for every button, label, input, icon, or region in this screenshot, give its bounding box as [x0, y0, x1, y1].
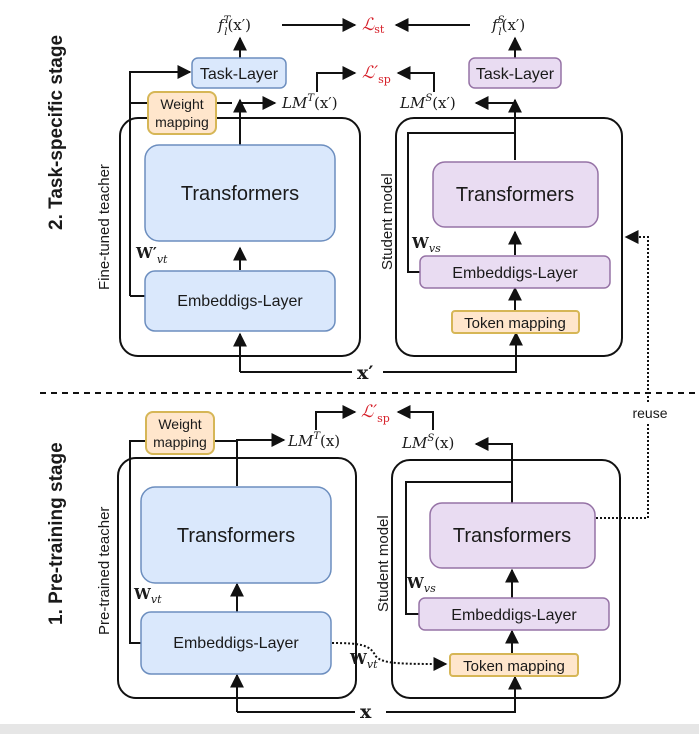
teacher-embeddings-label: Embeddigs-Layer [177, 293, 303, 310]
teacher-transformers-label-stage1: Transformers [177, 525, 295, 547]
teacher-lm-to-loss-sp-arrow-stage1 [315, 405, 357, 430]
weight-mapping-label-2: mapping [155, 114, 209, 130]
stage-title-task-specific: 2. Task-specific stage [46, 35, 67, 230]
student-transformers-box-stage2 [432, 161, 599, 228]
student-model-label-stage2: Student model [379, 173, 396, 270]
teacher-to-token-mapping-dotted-arrow [331, 642, 448, 671]
student-embeddings-box-stage1 [418, 597, 610, 631]
input-x-prime: x′ [357, 362, 373, 384]
weight-mapping-label-1-stage1: Weight [158, 416, 201, 432]
teacher-weight-line-stage1 [129, 440, 146, 644]
teacher-lm-to-loss-sp-arrow [316, 66, 357, 92]
student-task-layer-box [468, 57, 562, 89]
footer-bar [0, 724, 699, 734]
student-embeddings-label-stage2: Embeddigs-Layer [452, 265, 578, 282]
loss-sp-stage2: ℒ′sp [362, 63, 391, 86]
teacher-lm-output: LMT(x′) [281, 93, 338, 112]
input-line-right-stage2 [383, 331, 523, 373]
weight-mapping-label-1: Weight [160, 96, 203, 112]
teacher-lm-output-arrow-stage1 [236, 433, 286, 486]
token-mapping-box-stage2 [451, 310, 580, 334]
teacher-task-layer-box [191, 57, 287, 89]
student-lm-to-loss-sp-arrow-stage1 [396, 405, 434, 430]
student-weight-tie-line-stage1 [405, 481, 512, 615]
loss-st: ℒst [362, 15, 385, 36]
student-lm-output-stage2: LMS(x′) [399, 93, 456, 112]
teacher-task-layer-label: Task-Layer [200, 66, 279, 83]
input-line-right-stage1 [386, 675, 522, 713]
token-mapping-label-stage1: Token mapping [463, 658, 565, 675]
student-task-layer-label: Task-Layer [476, 66, 555, 83]
student-embeddings-box-stage2 [419, 255, 611, 289]
teacher-weight-symbol-stage1: Wvt [133, 585, 162, 606]
stage-title-pretraining: 1. Pre-training stage [46, 442, 67, 625]
teacher-transformers-label: Transformers [181, 183, 299, 205]
loss-sp-stage1: ℒ′sp [361, 402, 390, 425]
weight-mapping-box-stage1 [145, 411, 215, 455]
student-weight-tie-line [407, 132, 515, 273]
teacher-lm-output-stage1: LMT(x) [287, 431, 340, 450]
reuse-label: reuse [632, 405, 667, 421]
input-x: x [360, 701, 372, 723]
student-weight-symbol-stage1: Wvs [406, 574, 436, 595]
student-lm-output-stage1: LMS(x) [401, 433, 454, 452]
teacher-transformers-box-stage1 [140, 486, 332, 584]
reuse-label-bg [628, 404, 672, 422]
teacher-embeddings-label-stage1: Embeddigs-Layer [173, 635, 299, 652]
teacher-transformers-box [144, 144, 336, 242]
student-lm-output-arrow-stage1 [474, 437, 513, 503]
student-container-stage2 [395, 117, 623, 357]
student-embeddings-label-stage1: Embeddigs-Layer [451, 607, 577, 624]
weight-mapping-box-stage2 [147, 91, 217, 135]
token-mapping-label-stage2: Token mapping [464, 315, 566, 332]
token-mapping-box-stage1 [449, 653, 579, 677]
student-transformers-box-stage1 [429, 502, 596, 569]
fine-tuned-teacher-label: Fine-tuned teacher [96, 164, 113, 290]
teacher-embeddings-box [144, 270, 336, 332]
cross-weight-symbol: Wvt [349, 650, 378, 671]
teacher-weight-symbol: W′vt [135, 244, 168, 266]
student-weight-symbol-stage2: Wvs [411, 234, 441, 255]
student-model-label-stage1: Student model [375, 515, 392, 612]
weight-mapping-label-2-stage1: mapping [153, 434, 207, 450]
teacher-weight-to-task-layer-arrow [129, 65, 192, 296]
student-container-stage1 [391, 459, 621, 699]
student-transformers-label-stage2: Transformers [456, 184, 574, 206]
student-transformers-label-stage1: Transformers [453, 525, 571, 547]
pretrained-teacher-label: Pre-trained teacher [96, 507, 113, 635]
teacher-embeddings-box-stage1 [140, 611, 332, 675]
student-lm-to-loss-sp-arrow [396, 66, 435, 92]
reuse-arrow [596, 230, 649, 519]
